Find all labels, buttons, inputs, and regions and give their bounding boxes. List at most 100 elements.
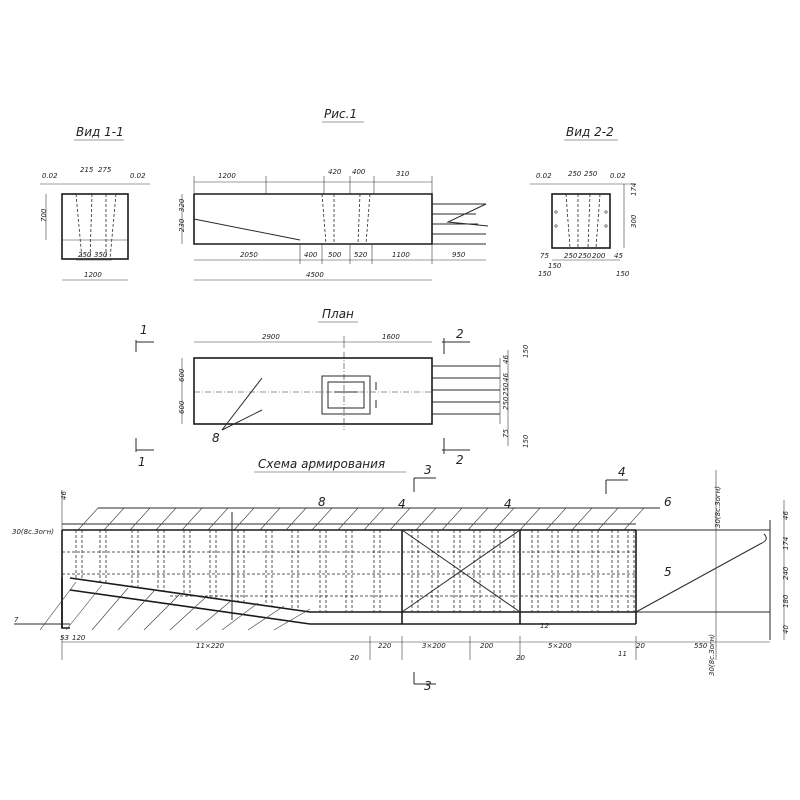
view22-dot-4 [604,224,608,228]
view22-dim-a: 250 [568,170,582,178]
scheme-top-hatch-stroke [467,507,489,531]
view11-label: Вид 1-1 [76,125,124,139]
scheme-slope-top [69,577,311,613]
view22-dot-1 [554,210,558,214]
view22-dim-b6: 45 [614,252,623,260]
plan-dim-r7: 150 [522,434,530,448]
scheme-top-hatch-stroke [441,507,463,531]
scheme-top-hatch-stroke [597,507,619,531]
plan-dim-r1: 46 [502,355,510,364]
scheme-top-hatch-stroke [207,507,229,531]
scheme-callout-7: 7 [14,616,19,624]
elevation-view: 1200 420 400 310 230 320 2050 400 500 52… [178,168,489,281]
scheme-bottom-hatch-stroke [117,590,155,631]
view22-dim-b2: 150 [548,262,562,270]
scheme-right-d40: 40 [782,625,790,634]
elev-beam-outline [193,193,433,245]
scheme-bottom-hatch-stroke [247,605,285,631]
scheme-right-d46: 46 [782,511,790,520]
view11-bar-a [75,193,83,260]
scheme-bottom-hatch-stroke [91,587,129,631]
scheme-top-hatch-stroke [259,507,281,531]
scheme-dim-b8: 20 [516,654,525,662]
elev-dim-total: 4500 [306,271,324,279]
plan-slab-outline [193,357,433,425]
elev-dim-b6: 950 [452,251,466,259]
plan-dim-top2: 1600 [382,333,400,341]
elev-bar-hook [446,203,489,227]
elev-dim-h1: 230 [178,218,186,232]
view22-label: Вид 2-2 [566,125,614,139]
plan-label: План [322,307,354,321]
plan-marker-1-bot: 1 [138,455,146,469]
scheme-top-hatch-stroke [623,507,645,531]
view11-dim-inner2: 350 [94,251,108,259]
scheme-left-46: 46 [60,491,68,500]
scheme-top-hatch-stroke [571,507,593,531]
view22-dim-left: 0.02 [536,172,552,180]
view11-dim-width: 1200 [84,271,102,279]
scheme-callout-4a: 4 [398,497,406,511]
scheme-top-hatch-stroke [77,507,99,531]
view22-bar-c [587,193,591,249]
plan-dim-r4: 250 [502,382,510,396]
plan-marker-1-top: 1 [140,323,148,337]
view11-dim-a: 215 [80,166,94,174]
elev-dim-h2: 320 [178,198,186,212]
scheme-top-hatch-stroke [389,507,411,531]
scheme-bottom-hatch-stroke [39,581,77,631]
scheme-left-note: 30(8с.Зогн) [12,528,54,536]
plan-marker-2-top: 2 [456,327,464,341]
view22-section [551,193,611,249]
scheme-bottom-hatch-stroke [169,596,207,631]
scheme-top-hatch-stroke [285,507,307,531]
scheme-bottom-hatch-stroke [273,608,311,631]
view-1-1: Вид 1-1 0.02 215 275 0.02 700 250 350 12… [40,125,150,281]
elev-dim-top1: 1200 [218,172,236,180]
scheme-dim-b1: 53 [60,634,69,642]
scheme-out-hook [635,533,767,613]
elev-dim-b4: 520 [354,251,368,259]
scheme-dim-b9: 5×200 [548,642,572,650]
plan-dim-r6: 75 [502,429,510,438]
view22-dim-b4: 250 [578,252,592,260]
scheme-top-hatch-stroke [233,507,255,531]
scheme-bottom-hatch-stroke [65,584,103,631]
scheme-top-hatch-stroke [415,507,437,531]
scheme-bottom-hatch [39,581,311,631]
view22-dim-c1: 150 [538,270,552,278]
scheme-top-hatch-stroke [519,507,541,531]
view11-dim-inner: 250 [78,251,92,259]
scheme-dim-b5: 220 [378,642,392,650]
scheme-diagonal-2 [401,529,521,613]
elev-dim-top2: 420 [328,168,342,176]
scheme-marker-3-bot: 3 [424,679,432,693]
view22-dim-c2: 150 [616,270,630,278]
view22-dot-2 [554,224,558,228]
elev-dashed-1 [321,193,327,245]
reinforcement-scheme: Схема армирования 3 4 3 [12,457,790,693]
scheme-right-d180: 180 [782,594,790,608]
scheme-dim-b7: 200 [480,642,494,650]
scheme-right-note-bot: 30(8с.Зогн) [708,634,716,676]
scheme-callout-4b: 4 [504,497,512,511]
elev-dashed-3 [357,193,361,245]
scheme-top-hatch [77,507,645,531]
view11-section [61,193,129,260]
scheme-right-d174: 174 [782,537,790,550]
view22-dim-h: 300 [630,214,638,228]
view11-dim-height: 700 [40,208,48,222]
scheme-marker-4-top: 4 [618,465,626,479]
view22-dim-b1: 75 [540,252,549,260]
view-2-2: Вид 2-2 0.02 250 250 0.02 174 300 75 250… [530,125,638,278]
view11-bar-b [89,193,93,260]
scheme-dim-b4: 20 [350,654,359,662]
scheme-callout-6: 6 [664,495,672,509]
scheme-callout-8: 8 [318,495,326,509]
view11-bar-d [109,193,117,260]
view22-dim-h2: 174 [630,183,638,196]
plan-callout-8: 8 [212,431,220,445]
elev-dim-top3: 400 [352,168,366,176]
scheme-callout-11: 11 [618,650,627,658]
plan-dim-r5: 250 [502,396,510,410]
